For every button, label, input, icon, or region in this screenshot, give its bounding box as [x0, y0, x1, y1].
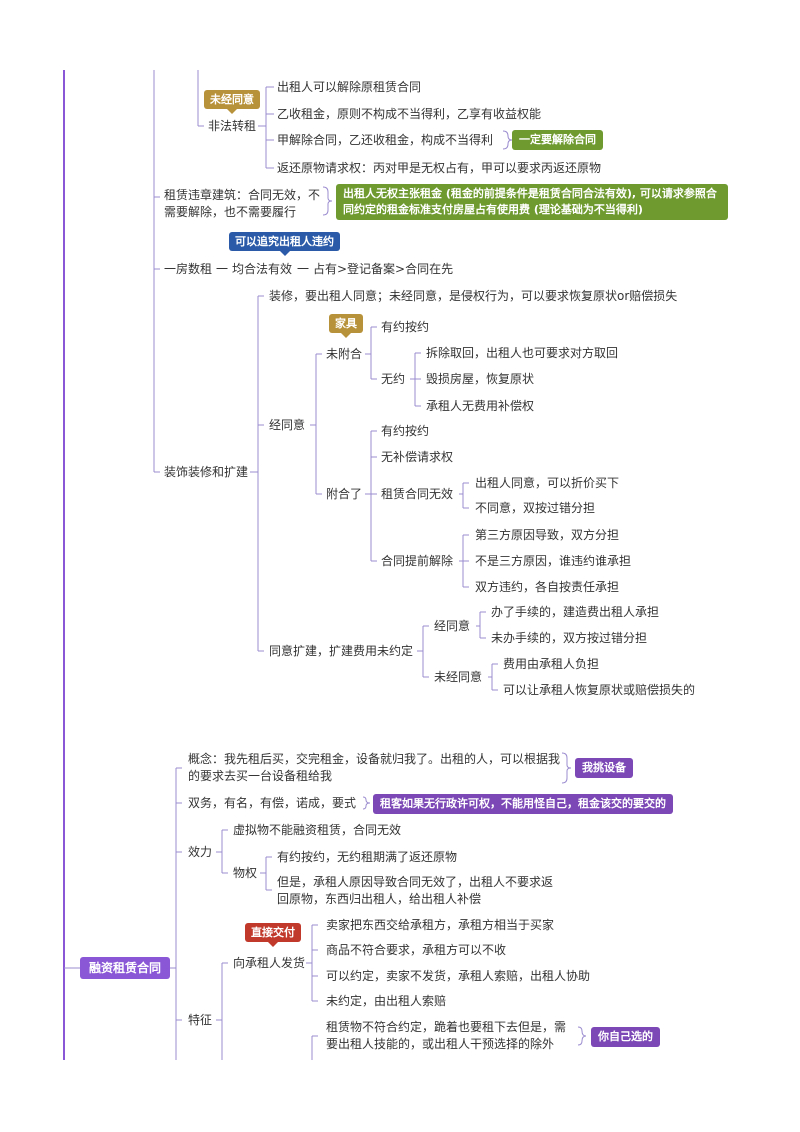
node-effect: 效力: [188, 845, 213, 859]
dash-1: 一: [216, 262, 229, 276]
finance-nature: 双务，有名，有偿，诺成，要式: [188, 796, 357, 810]
badge-unauthorized: 未经同意: [204, 90, 260, 114]
note-own-choice: 你自己选的: [591, 1027, 660, 1047]
sublet-item-3: 甲解除合同，乙还收租金，构成不当得利: [277, 133, 494, 147]
sublet-item-4: 返还原物请求权：丙对甲是无权占有，甲可以要求丙返还原物: [277, 161, 602, 175]
node-illegal-building: 租赁违章建筑：合同无效，不需要解除，也不需要履行: [164, 188, 321, 219]
unattached-agreed: 有约按约: [381, 320, 430, 334]
deliver-item-1: 卖家把东西交给承租方，承租方相当于买家: [326, 918, 555, 932]
dash-2: 一: [297, 262, 310, 276]
node-approved: 经同意: [269, 418, 306, 432]
no-agreement-item-3: 承租人无费用补偿权: [426, 399, 535, 413]
invalid-item-2: 不同意，双按过错分担: [475, 501, 596, 515]
feature-last-item: 租赁物不符合约定，跪着也要租下去但是，需要出租人技能的，或出租人干预选择的除外: [326, 1020, 567, 1051]
early-item-1: 第三方原因导致，双方分担: [475, 528, 620, 542]
node-no-agreement: 无约: [381, 372, 406, 386]
node-deliver-to-lessee: 向承租人发货: [233, 956, 306, 970]
node-finance-lease-root: 融资租赁合同: [80, 957, 170, 979]
node-all-valid: 均合法有效: [232, 262, 293, 276]
node-decoration: 装饰装修和扩建: [164, 465, 249, 479]
no-agreement-item-2: 毁损房屋，恢复原状: [426, 372, 535, 386]
badge-pursue-lessor: 可以追究出租人违约: [229, 232, 340, 256]
expansion-unapproved-item-2: 可以让承租人恢复原状或赔偿损失的: [503, 683, 696, 697]
early-item-3: 双方违约，各自按责任承担: [475, 580, 620, 594]
node-contract-invalid: 租赁合同无效: [381, 487, 454, 501]
badge-furniture: 家具: [329, 314, 363, 338]
deliver-item-3: 可以约定，卖家不发货，承租人索赔，出租人协助: [326, 969, 591, 983]
note-must-terminate: 一定要解除合同: [512, 130, 603, 150]
invalid-item-1: 出租人同意，可以折价买下: [475, 476, 620, 490]
expansion-approved-item-1: 办了手续的，建造费出租人承担: [491, 605, 660, 619]
no-agreement-item-1: 拆除取回，出租人也可要求对方取回: [426, 346, 619, 360]
node-illegal-sublet: 非法转租: [208, 119, 257, 133]
attached-agreed: 有约按约: [381, 424, 430, 438]
attached-no-compensation: 无补偿请求权: [381, 450, 454, 464]
note-lessee-permit: 租客如果无行政许可权，不能用怪自己，租金该交的要交的: [373, 794, 673, 814]
note-illegal-building: 出租人无权主张租金 (租金的前提条件是租赁合同合法有效), 可以请求参照合同约定…: [336, 184, 728, 220]
node-priority-order: 占有>登记备案>合同在先: [313, 262, 454, 276]
early-item-2: 不是三方原因，谁违约谁承担: [475, 554, 632, 568]
node-expansion-unapproved: 未经同意: [434, 670, 483, 684]
sublet-item-2: 乙收租金，原则不构成不当得利，乙享有收益权能: [277, 107, 542, 121]
deliver-item-4: 未约定，由出租人索赔: [326, 994, 447, 1008]
deco-consent-item: 装修，要出租人同意；未经同意，是侵权行为，可以要求恢复原状or赔偿损失: [269, 289, 678, 303]
note-pick-equipment: 我挑设备: [575, 758, 633, 778]
node-early-termination: 合同提前解除: [381, 554, 454, 568]
expansion-approved-item-2: 未办手续的，双方按过错分担: [491, 631, 648, 645]
node-property-right: 物权: [233, 866, 258, 880]
sublet-item-1: 出租人可以解除原租赁合同: [277, 80, 422, 94]
node-unattached: 未附合: [326, 347, 363, 361]
node-attached: 附合了: [326, 487, 363, 501]
node-multi-lease: 一房数租: [164, 262, 213, 276]
property-item-2: 但是，承租人原因导致合同无效了，出租人不要求返回原物，东西归出租人，给出租人补偿: [277, 875, 554, 906]
property-item-1: 有约按约，无约租期满了返还原物: [277, 850, 458, 864]
node-expansion-approved: 经同意: [434, 619, 471, 633]
badge-direct-delivery: 直接交付: [245, 923, 301, 947]
deliver-item-2: 商品不符合要求，承租方可以不收: [326, 943, 507, 957]
node-expansion: 同意扩建，扩建费用未约定: [269, 644, 414, 658]
expansion-unapproved-item-1: 费用由承租人负担: [503, 657, 600, 671]
finance-concept: 概念：我先租后买，交完租金，设备就归我了。出租的人，可以根据我的要求去买一台设备…: [188, 752, 561, 783]
node-feature: 特征: [188, 1013, 213, 1027]
effect-virtual: 虚拟物不能融资租赁，合同无效: [233, 823, 402, 837]
